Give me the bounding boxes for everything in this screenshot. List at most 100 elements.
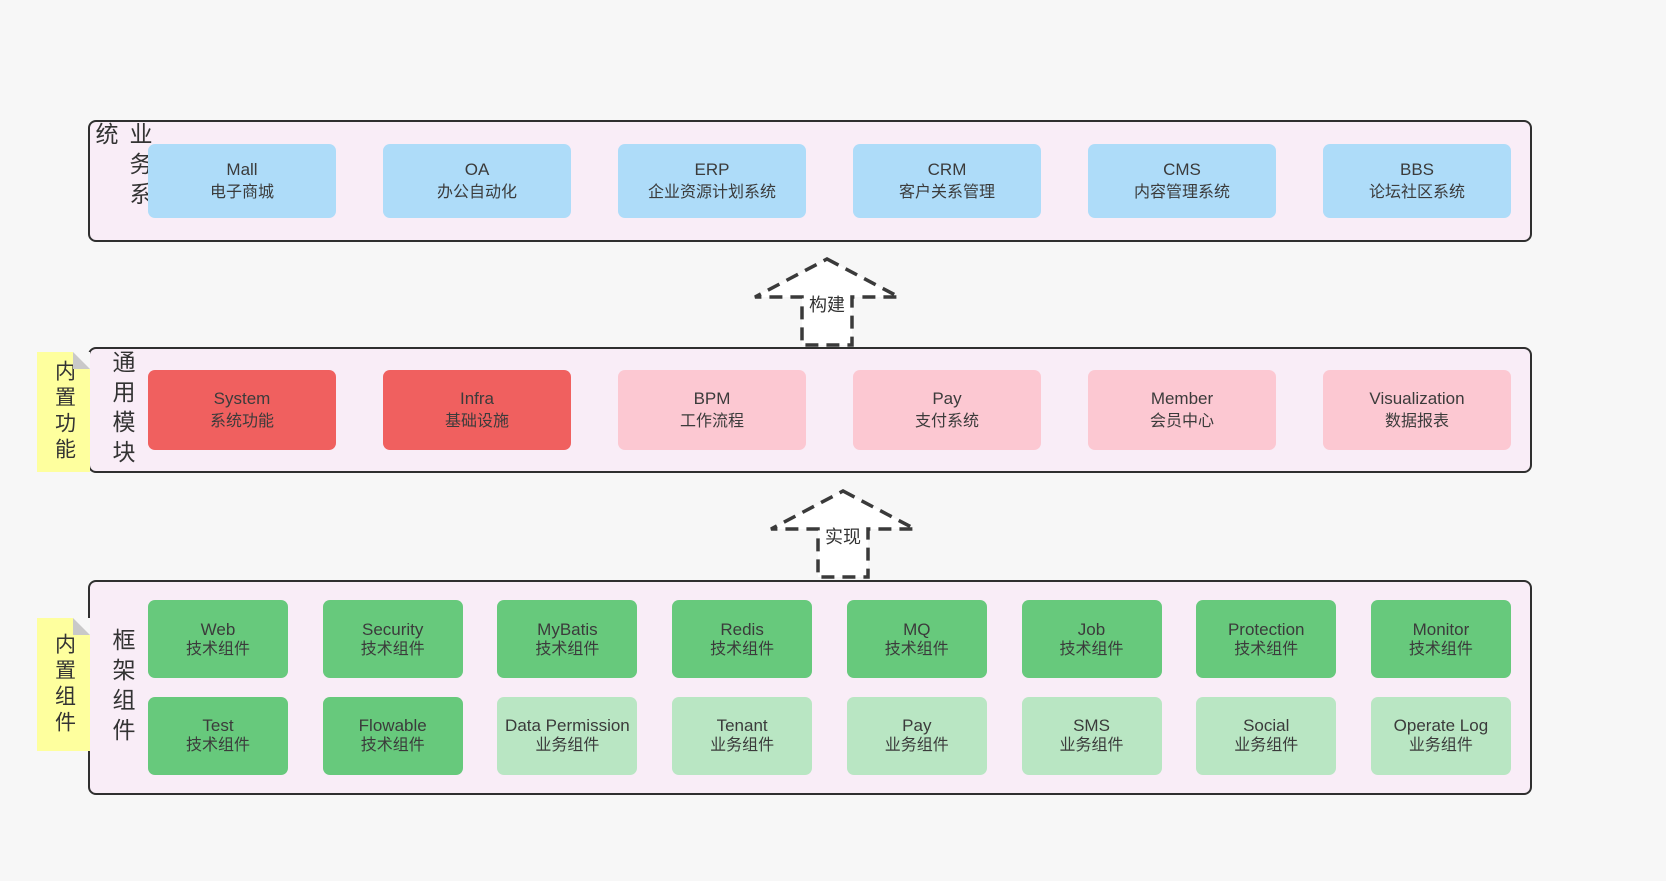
build-arrow-label: 构建 <box>806 289 848 318</box>
box-subtitle: 业务组件 <box>1059 737 1124 755</box>
box-subtitle: 技术组件 <box>710 640 775 658</box>
implement-arrow-label: 实现 <box>822 521 864 550</box>
common-modules-label: 通用模块 <box>109 350 135 470</box>
box-title: OA <box>464 160 490 180</box>
module-box-visualization: Visualization 数据报表 <box>1323 370 1511 450</box>
module-box-bpm: BPM 工作流程 <box>618 370 806 450</box>
box-title: BPM <box>693 389 731 409</box>
box-subtitle: 技术组件 <box>185 640 250 658</box>
box-title: Mall <box>226 160 258 180</box>
business-systems-section: 业务系统 Mall 电子商城 OA 办公自动化 ERP 企业资源计划系统 CRM 客户关系管理… <box>88 120 1532 242</box>
box-title: SMS <box>1073 716 1110 736</box>
builtin-components-note: 内置组件 <box>37 618 90 751</box>
box-subtitle: 业务组件 <box>884 737 949 755</box>
module-box-member: Member 会员中心 <box>1088 370 1276 450</box>
common-modules-row: System 系统功能 Infra 基础设施 BPM 工作流程 Pay 支付系统 Member 会… <box>148 349 1511 471</box>
box-subtitle: 业务组件 <box>1408 737 1473 755</box>
box-title: Data Permission <box>505 716 630 736</box>
box-title: ERP <box>694 160 730 180</box>
box-subtitle: 论坛社区系统 <box>1368 183 1465 201</box>
box-title: Monitor <box>1412 619 1470 639</box>
box-title: MQ <box>903 619 931 639</box>
box-subtitle: 业务组件 <box>710 737 775 755</box>
box-subtitle: 工作流程 <box>679 412 744 430</box>
box-subtitle: 技术组件 <box>884 640 949 658</box>
system-box-erp: ERP 企业资源计划系统 <box>618 144 806 218</box>
box-title: Pay <box>932 389 962 409</box>
builtin-functions-note: 内置功能 <box>37 352 90 472</box>
box-title: Infra <box>459 389 495 409</box>
box-subtitle: 技术组件 <box>185 737 250 755</box>
module-box-system: System 系统功能 <box>148 370 336 450</box>
box-title: CRM <box>927 160 967 180</box>
box-title: System <box>213 389 271 409</box>
system-box-cms: CMS 内容管理系统 <box>1088 144 1276 218</box>
box-title: Flowable <box>358 716 427 736</box>
box-title: Visualization <box>1369 389 1465 409</box>
system-box-crm: CRM 客户关系管理 <box>853 144 1041 218</box>
box-title: Protection <box>1227 619 1305 639</box>
box-subtitle: 办公自动化 <box>436 183 517 201</box>
box-title: CMS <box>1163 160 1201 180</box>
build-arrow-icon: 构建 <box>752 256 902 348</box>
box-subtitle: 业务组件 <box>1234 737 1299 755</box>
box-subtitle: 技术组件 <box>1234 640 1299 658</box>
box-title: Operate Log <box>1393 716 1489 736</box>
box-subtitle: 技术组件 <box>360 640 425 658</box>
box-title: MyBatis <box>537 619 598 639</box>
box-title: Job <box>1077 619 1106 639</box>
implement-arrow-icon: 实现 <box>768 488 918 580</box>
box-subtitle: 企业资源计划系统 <box>647 183 776 201</box>
box-subtitle: 电子商城 <box>209 183 274 201</box>
system-box-bbs: BBS 论坛社区系统 <box>1323 144 1511 218</box>
common-modules-section: 通用模块 System 系统功能 Infra 基础设施 BPM 工作流程 Pay 支付系统 Me… <box>88 347 1532 473</box>
business-systems-row: Mall 电子商城 OA 办公自动化 ERP 企业资源计划系统 CRM 客户关系管理 CMS 内容… <box>148 122 1511 240</box>
box-title: Test <box>202 716 234 736</box>
box-subtitle: 数据报表 <box>1384 412 1449 430</box>
box-title: Pay <box>902 716 932 736</box>
box-title: Security <box>361 619 424 639</box>
box-title: BBS <box>1399 160 1435 180</box>
box-subtitle: 会员中心 <box>1149 412 1214 430</box>
box-subtitle: 内容管理系统 <box>1133 183 1230 201</box>
box-subtitle: 技术组件 <box>360 737 425 755</box>
box-subtitle: 技术组件 <box>535 640 600 658</box>
box-subtitle: 基础设施 <box>444 412 509 430</box>
business-systems-label: 业务系统 <box>92 122 152 212</box>
box-subtitle: 客户关系管理 <box>898 183 995 201</box>
box-subtitle: 技术组件 <box>1059 640 1124 658</box>
system-box-mall: Mall 电子商城 <box>148 144 336 218</box>
system-box-oa: OA 办公自动化 <box>383 144 571 218</box>
box-subtitle: 支付系统 <box>914 412 979 430</box>
box-title: Member <box>1150 389 1214 409</box>
box-title: Social <box>1243 716 1290 736</box>
module-box-infra: Infra 基础设施 <box>383 370 571 450</box>
box-title: Tenant <box>716 716 768 736</box>
box-title: Redis <box>720 619 764 639</box>
framework-components-label: 框架组件 <box>109 627 135 748</box>
box-subtitle: 技术组件 <box>1408 640 1473 658</box>
box-subtitle: 系统功能 <box>209 412 274 430</box>
box-subtitle: 业务组件 <box>535 737 600 755</box>
module-box-pay: Pay 支付系统 <box>853 370 1041 450</box>
